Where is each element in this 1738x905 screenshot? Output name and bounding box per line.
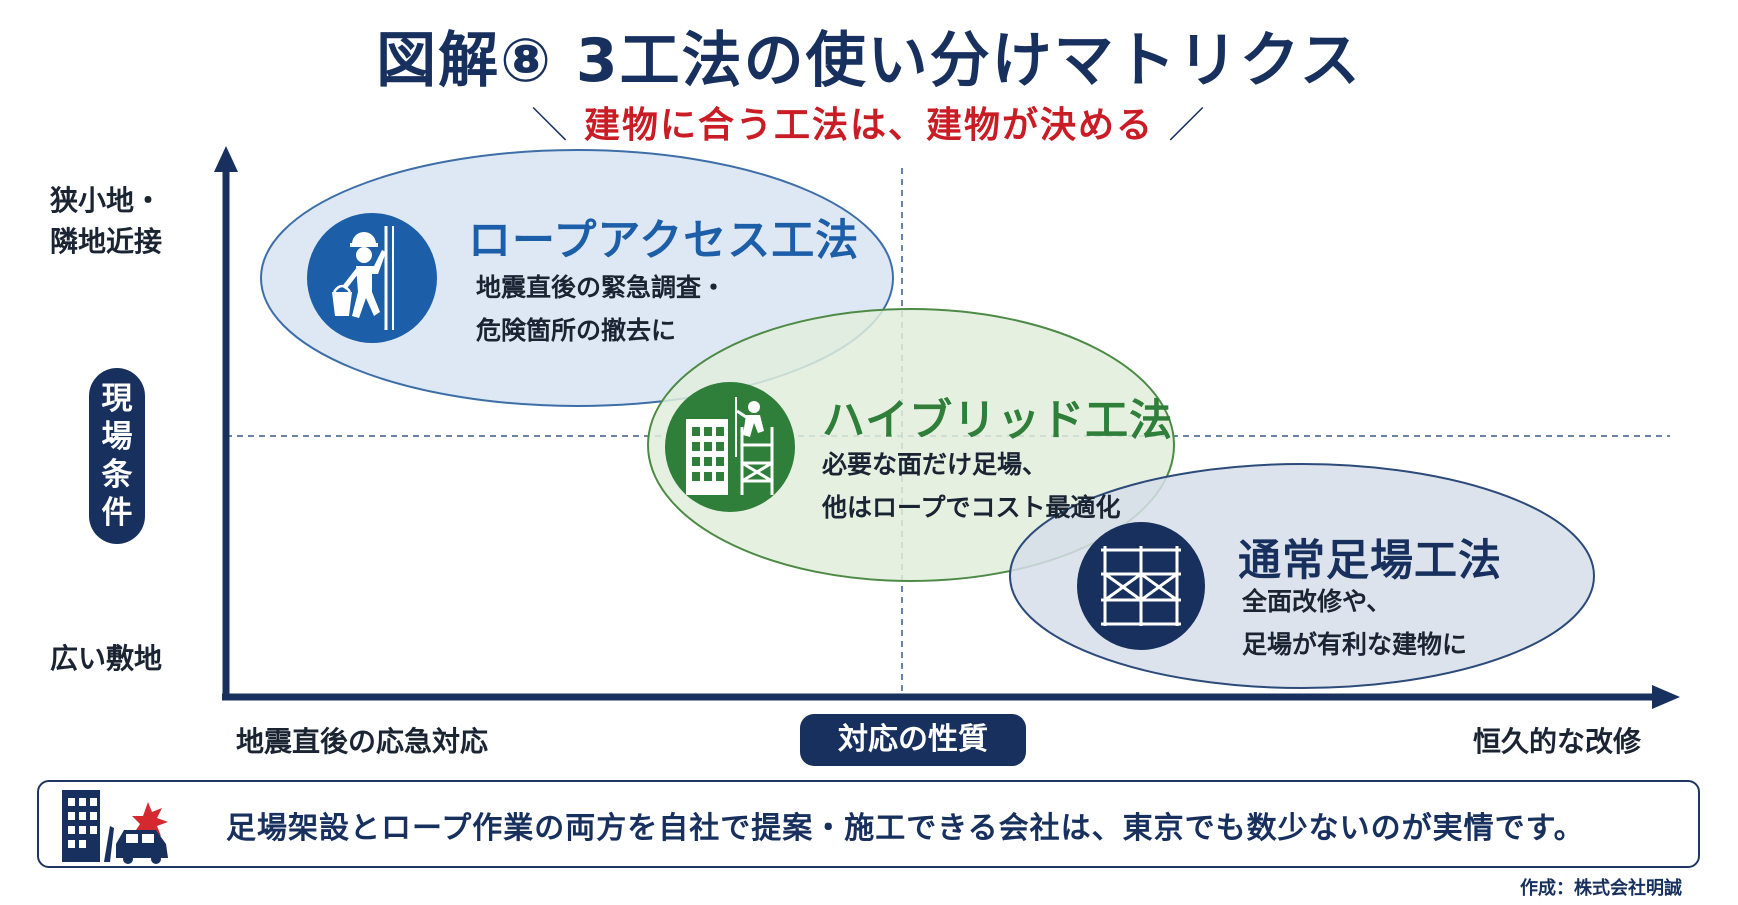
footer-text: 足場架設とロープ作業の両方を自社で提案・施工できる会社は、東京でも数少ないのが実…	[226, 811, 1585, 846]
hybrid-ellipse	[647, 308, 1175, 582]
standard-scaffold-title: 通常足場工法	[1238, 536, 1502, 586]
y-axis-title-text: 現場条件	[89, 380, 145, 532]
x-axis-left-label: 地震直後の応急対応	[236, 725, 489, 758]
hybrid-description: 必要な面だけ足場、 他はロープでコスト最適化	[822, 443, 1121, 529]
y-axis-title-char: 場	[101, 419, 133, 455]
footer-callout	[37, 780, 1700, 868]
hybrid-desc-line2: 他はロープでコスト最適化	[822, 493, 1121, 522]
standard-scaffold-desc-line1: 全面改修や、	[1242, 587, 1392, 616]
building-car-accident-icon	[60, 786, 176, 868]
y-axis-title-char: 条	[101, 457, 133, 493]
rope-access-ellipse	[260, 149, 894, 407]
rope-access-desc-line1: 地震直後の緊急調査・	[476, 273, 727, 302]
x-axis-arrow	[1652, 685, 1680, 709]
y-axis-bottom-label: 広い敷地	[50, 642, 163, 675]
subtitle-left-mark: ＼	[531, 105, 570, 146]
y-top-label-line1: 狭小地・	[50, 184, 163, 217]
y-axis-title-char: 件	[101, 495, 133, 531]
y-axis-arrow	[214, 146, 238, 172]
y-axis-title-char: 現	[101, 381, 133, 417]
standard-scaffold-description: 全面改修や、 足場が有利な建物に	[1242, 580, 1467, 666]
x-axis-right-label: 恒久的な改修	[1472, 725, 1641, 758]
hybrid-desc-line1: 必要な面だけ足場、	[822, 450, 1048, 479]
y-axis-title: 現場条件	[89, 368, 145, 544]
standard-scaffold-desc-line2: 足場が有利な建物に	[1242, 630, 1468, 659]
subtitle-text: 建物に合う工法は、建物が決める	[583, 105, 1154, 146]
x-axis-title: 対応の性質	[800, 714, 1026, 766]
scaffold-icon	[1077, 522, 1205, 650]
diagram-title: 図解⑧ 3工法の使い分けマトリクス	[376, 26, 1362, 96]
rope-worker-icon	[307, 213, 437, 343]
rope-access-title: ロープアクセス工法	[468, 216, 860, 266]
y-top-label-line2: 隣地近接	[50, 225, 163, 258]
building-scaffold-climber-icon	[665, 382, 795, 512]
y-axis-top-label: 狭小地・ 隣地近接	[50, 180, 162, 262]
subtitle-right-mark: ／	[1168, 105, 1207, 146]
diagram-subtitle: ＼ 建物に合う工法は、建物が決める ／	[0, 96, 1738, 148]
rope-access-desc-line2: 危険箇所の撤去に	[476, 316, 677, 345]
rope-access-description: 地震直後の緊急調査・ 危険箇所の撤去に	[476, 266, 726, 352]
hybrid-title: ハイブリッド工法	[822, 396, 1174, 446]
credit-text: 作成：株式会社明誠	[1520, 878, 1682, 899]
